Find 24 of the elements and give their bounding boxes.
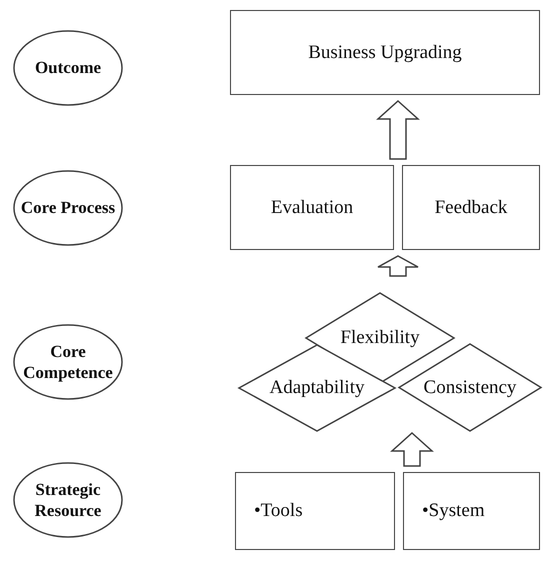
node-label: Flexibility xyxy=(340,327,420,349)
level-label: Outcome xyxy=(34,57,102,79)
rectangle-box xyxy=(403,472,540,550)
node-label: Consistency xyxy=(424,376,516,398)
oval-shape xyxy=(13,324,123,400)
block-arrow xyxy=(376,100,420,160)
oval-shape xyxy=(13,30,123,106)
node-label: •Tools xyxy=(254,500,303,522)
node-label: Feedback xyxy=(434,196,508,218)
level-label: Strategic Resource xyxy=(34,478,102,522)
block-arrow xyxy=(377,255,419,277)
rectangle-box xyxy=(230,165,394,250)
node-label: •System xyxy=(422,500,485,522)
node-label: Evaluation xyxy=(270,196,354,218)
level-label: Core Competence xyxy=(22,340,114,384)
block-arrow xyxy=(390,432,434,467)
rectangle-box xyxy=(235,472,395,550)
oval-shape xyxy=(13,462,123,538)
node-label: Business Upgrading xyxy=(308,42,462,64)
rectangle-box xyxy=(230,10,540,95)
node-label: Adaptability xyxy=(270,377,364,399)
rectangle-box xyxy=(402,165,540,250)
oval-shape xyxy=(13,170,123,246)
level-label: Core Process xyxy=(20,197,116,219)
